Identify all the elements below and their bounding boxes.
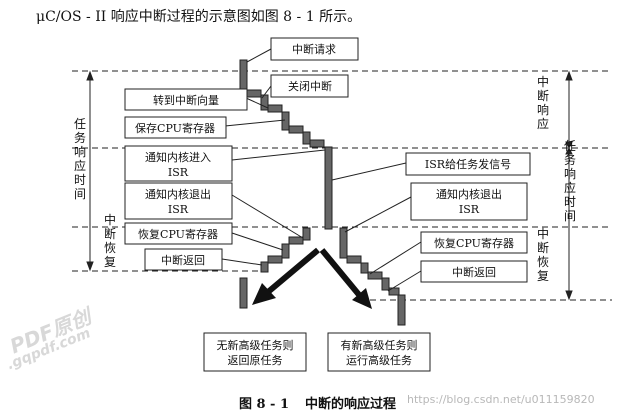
label-task-response-time-right: 任务响应时间: [564, 139, 576, 223]
box-interrupt-return-right: 中断返回: [420, 260, 528, 283]
box-interrupt-request: 中断请求: [270, 37, 359, 61]
svg-text:ISR: ISR: [459, 203, 480, 216]
svg-text:中断返回: 中断返回: [452, 265, 496, 279]
right-dimension-arrows: [565, 70, 573, 301]
svg-text:中断恢复: 中断恢复: [104, 212, 116, 269]
box-no-higher-task: 无新高级任务则 返回原任务: [203, 332, 307, 372]
svg-text:转到中断向量: 转到中断向量: [153, 93, 219, 107]
figure-caption: 图 8 - 1 中断的响应过程: [0, 393, 635, 412]
svg-text:通知内核退出: 通知内核退出: [436, 187, 502, 201]
svg-text:返回原任务: 返回原任务: [228, 354, 283, 367]
svg-text:ISR: ISR: [168, 203, 189, 216]
box-isr-signal-task: ISR给任务发信号: [405, 152, 531, 176]
box-notify-kernel-exit-right: 通知内核退出 ISR: [410, 182, 528, 221]
svg-text:无新高级任务则: 无新高级任务则: [217, 338, 294, 352]
svg-text:关闭中断: 关闭中断: [288, 79, 332, 93]
svg-text:中断恢复: 中断恢复: [537, 226, 549, 283]
figure-title: 中断的响应过程: [305, 397, 397, 412]
label-interrupt-recovery-right: 中断恢复: [537, 226, 549, 283]
box-higher-task: 有新高级任务则 运行高级任务: [327, 332, 431, 372]
box-disable-interrupt: 关闭中断: [270, 74, 349, 98]
svg-text:保存CPU寄存器: 保存CPU寄存器: [135, 121, 215, 135]
svg-text:运行高级任务: 运行高级任务: [346, 353, 412, 367]
svg-text:ISR给任务发信号: ISR给任务发信号: [425, 157, 511, 171]
svg-text:任务响应时间: 任务响应时间: [564, 139, 576, 223]
svg-text:通知内核进入: 通知内核进入: [145, 150, 211, 164]
box-save-cpu-regs: 保存CPU寄存器: [124, 116, 227, 139]
label-task-response-time-left: 任务响应时间: [74, 117, 86, 201]
figure-number: 图 8 - 1: [238, 397, 290, 412]
pointer-lines: [221, 48, 422, 292]
box-notify-kernel-enter: 通知内核进入 ISR: [124, 145, 233, 182]
box-notify-kernel-exit-left: 通知内核退出 ISR: [124, 182, 233, 220]
svg-text:通知内核退出: 通知内核退出: [145, 187, 211, 201]
svg-text:ISR: ISR: [168, 166, 189, 179]
box-restore-cpu-regs-right: 恢复CPU寄存器: [420, 231, 528, 254]
left-staircase: [239, 59, 406, 326]
intro-text: μC/OS - II 响应中断过程的示意图如图 8 - 1 所示。: [36, 9, 362, 25]
left-dimension-arrows: [86, 70, 94, 272]
svg-text:有新高级任务则: 有新高级任务则: [341, 338, 418, 352]
watermark-url: https://blog.csdn.net/u011159820: [407, 393, 595, 406]
svg-text:恢复CPU寄存器: 恢复CPU寄存器: [434, 236, 514, 250]
box-goto-vector: 转到中断向量: [124, 88, 248, 111]
label-interrupt-response: 中断响应: [537, 74, 549, 131]
box-interrupt-return-left: 中断返回: [144, 248, 223, 271]
svg-text:恢复CPU寄存器: 恢复CPU寄存器: [138, 227, 218, 241]
svg-text:中断返回: 中断返回: [161, 253, 205, 267]
svg-text:任务响应时间: 任务响应时间: [74, 117, 86, 201]
label-interrupt-recovery-left: 中断恢复: [104, 212, 116, 269]
svg-text:中断响应: 中断响应: [537, 74, 549, 131]
diagonal-arrows: [252, 247, 372, 309]
box-restore-cpu-regs-left: 恢复CPU寄存器: [124, 222, 233, 245]
svg-text:中断请求: 中断请求: [292, 42, 336, 56]
